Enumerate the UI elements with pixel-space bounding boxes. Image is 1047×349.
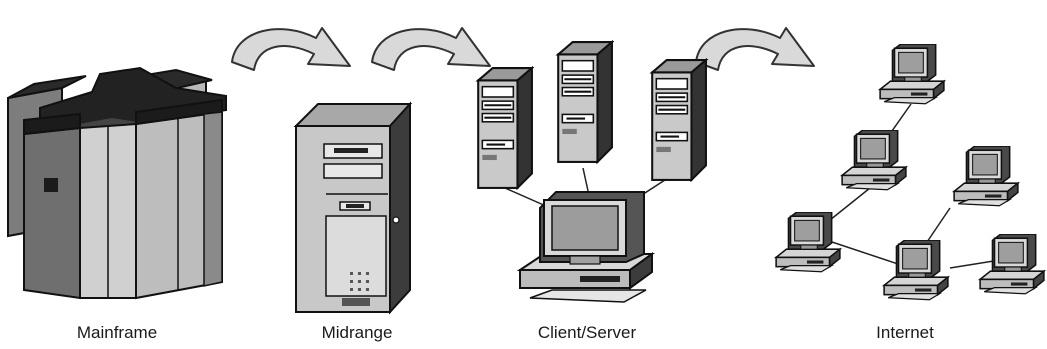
curved-arrow-icon <box>695 27 815 71</box>
desktop-pc-icon <box>953 146 1019 207</box>
client-server-caption: Client/Server <box>537 323 637 342</box>
server-tower-icon <box>557 41 613 163</box>
workstation-icon <box>516 191 656 303</box>
desktop-pc-icon <box>841 130 907 191</box>
network-link <box>949 259 1001 269</box>
mainframe-caption: Mainframe <box>76 323 158 342</box>
desktop-pc-icon <box>879 44 945 105</box>
desktop-pc-icon <box>979 234 1045 295</box>
midrange-caption: Midrange <box>321 323 393 342</box>
client-server-group <box>477 41 707 303</box>
mainframe-icon <box>7 66 227 300</box>
network-link <box>924 207 951 246</box>
midrange-tower-icon <box>293 101 413 315</box>
server-tower-icon <box>651 59 707 181</box>
network-link <box>819 237 911 269</box>
server-tower-icon <box>477 67 533 189</box>
internet-network-group <box>775 44 1045 301</box>
curved-arrow-icon <box>371 27 491 71</box>
internet-caption: Internet <box>876 323 934 342</box>
desktop-pc-icon <box>883 240 949 301</box>
desktop-pc-icon <box>775 212 841 273</box>
curved-arrow-icon <box>231 27 351 71</box>
